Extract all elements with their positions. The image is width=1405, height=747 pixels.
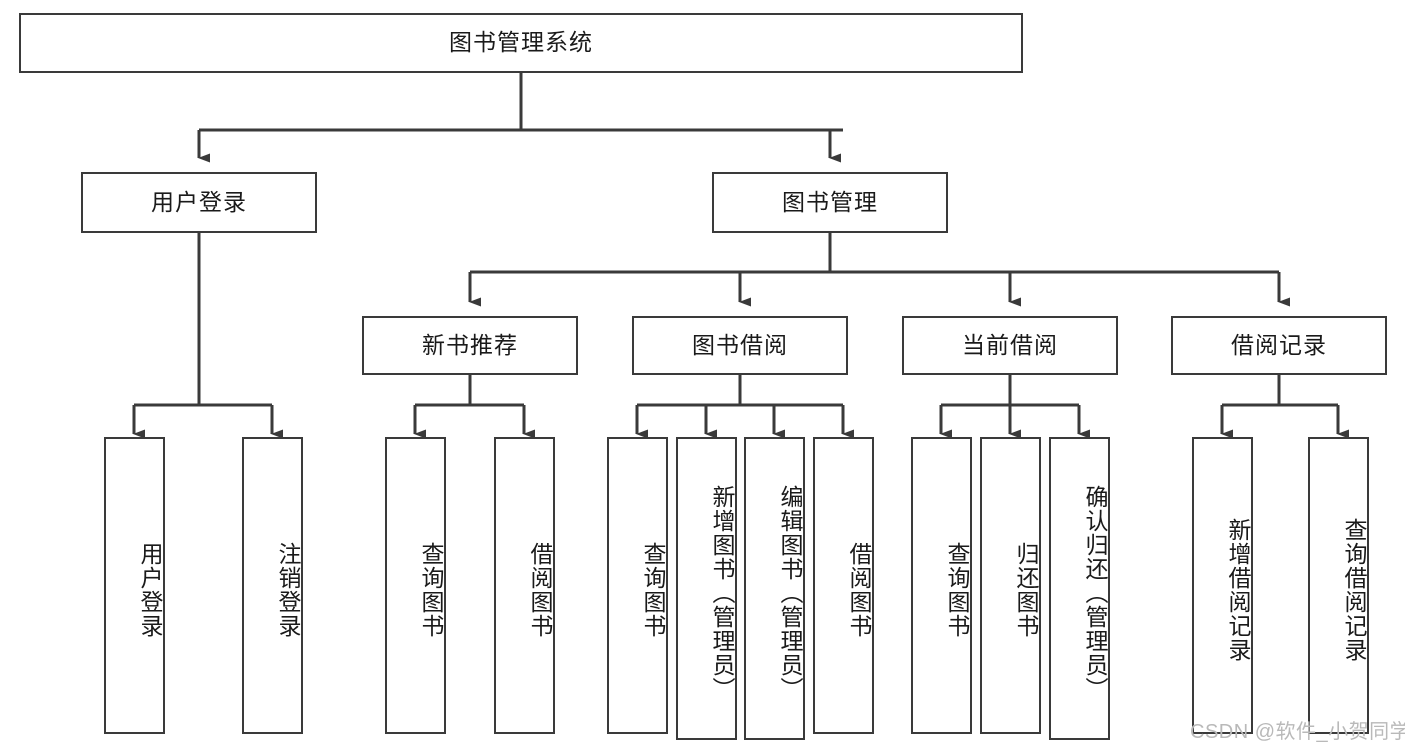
leaf-edit-book-admin-label: 编辑图书（管理员） [777, 484, 803, 701]
node-book-management-label: 图书管理 [782, 188, 878, 215]
leaf-edit-book-admin[interactable]: 编辑图书（管理员） [744, 437, 805, 740]
node-borrow-record[interactable]: 借阅记录 [1171, 316, 1387, 375]
leaf-query-book-new-label: 查询图书 [418, 541, 444, 638]
leaf-add-book-admin-label: 新增图书（管理员） [709, 484, 735, 701]
node-new-book-recommend[interactable]: 新书推荐 [362, 316, 578, 375]
leaf-add-book-admin[interactable]: 新增图书（管理员） [676, 437, 737, 740]
leaf-query-book-borrow-label: 查询图书 [640, 541, 666, 638]
node-user-login-label: 用户登录 [151, 188, 247, 215]
leaf-borrow-book-new[interactable]: 借阅图书 [494, 437, 555, 734]
node-current-borrow[interactable]: 当前借阅 [902, 316, 1118, 375]
leaf-return-book[interactable]: 归还图书 [980, 437, 1041, 734]
leaf-add-borrow-record-label: 新增借阅记录 [1225, 517, 1251, 662]
node-book-borrow-label: 图书借阅 [692, 331, 788, 358]
node-root[interactable]: 图书管理系统 [19, 13, 1023, 73]
leaf-user-login[interactable]: 用户登录 [104, 437, 165, 734]
node-new-book-recommend-label: 新书推荐 [422, 331, 518, 358]
leaf-borrow-book-label: 借阅图书 [846, 541, 872, 638]
node-book-borrow[interactable]: 图书借阅 [632, 316, 848, 375]
leaf-borrow-book[interactable]: 借阅图书 [813, 437, 874, 734]
leaf-user-login-label: 用户登录 [137, 541, 163, 638]
node-root-label: 图书管理系统 [449, 29, 593, 56]
leaf-add-borrow-record[interactable]: 新增借阅记录 [1192, 437, 1253, 734]
leaf-return-book-label: 归还图书 [1013, 541, 1039, 638]
leaf-confirm-return-admin-label: 确认归还（管理员） [1082, 484, 1108, 701]
leaf-query-borrow-record-label: 查询借阅记录 [1341, 517, 1367, 662]
node-borrow-record-label: 借阅记录 [1231, 331, 1327, 358]
node-user-login[interactable]: 用户登录 [81, 172, 317, 233]
leaf-confirm-return-admin[interactable]: 确认归还（管理员） [1049, 437, 1110, 740]
leaf-query-borrow-record[interactable]: 查询借阅记录 [1308, 437, 1369, 734]
leaf-query-book-borrow[interactable]: 查询图书 [607, 437, 668, 734]
leaf-logout[interactable]: 注销登录 [242, 437, 303, 734]
leaf-logout-label: 注销登录 [275, 541, 301, 638]
node-book-management[interactable]: 图书管理 [712, 172, 948, 233]
leaf-borrow-book-new-label: 借阅图书 [527, 541, 553, 638]
leaf-query-book-new[interactable]: 查询图书 [385, 437, 446, 734]
leaf-query-book-current[interactable]: 查询图书 [911, 437, 972, 734]
watermark-text: CSDN @软件_小贺同学 [1190, 721, 1405, 743]
node-current-borrow-label: 当前借阅 [962, 331, 1058, 358]
leaf-query-book-current-label: 查询图书 [944, 541, 970, 638]
